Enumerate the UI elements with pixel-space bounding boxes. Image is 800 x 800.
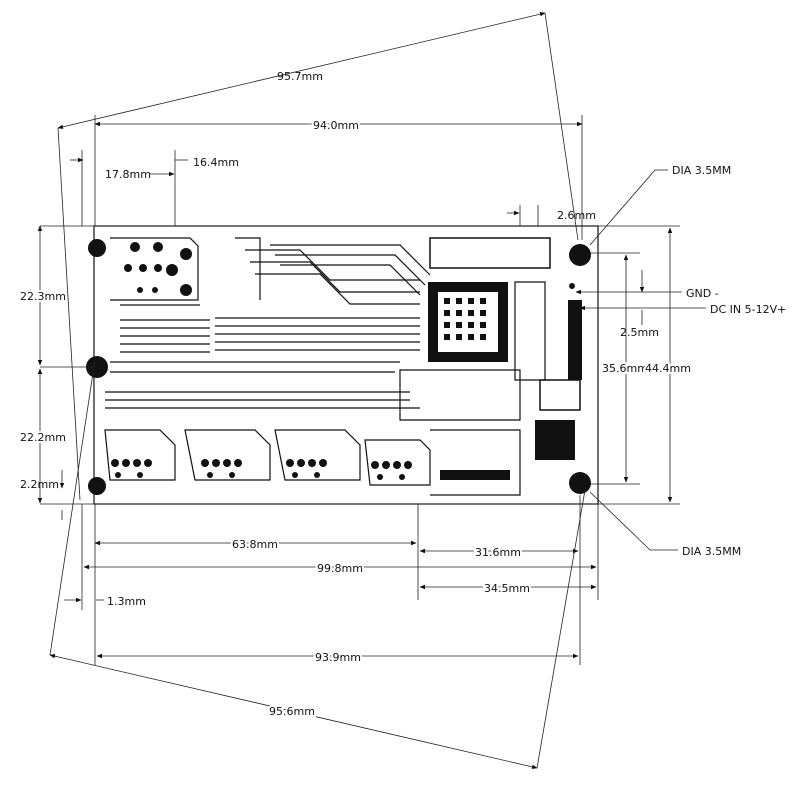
dim-label-total-height: 44.4mm <box>645 362 691 375</box>
callout-label-hole-bottom: DIA 3.5MM <box>682 545 741 558</box>
callout-label-dc-in: DC IN 5-12V+ <box>710 303 786 316</box>
dim-left-heights: 22.3mm 22.2mm 2.2mm <box>18 225 95 520</box>
dim-diagonal-top: 95.7mm <box>57 11 579 501</box>
dim-label-left-small: 1.3mm <box>107 595 146 608</box>
callout-label-hole-top: DIA 3.5MM <box>672 164 731 177</box>
board-outline <box>93 225 599 505</box>
dim-label-width-top: 94.0mm <box>313 119 359 132</box>
dim-label-diag-top: 95.7mm <box>277 70 323 83</box>
main-ic-chip <box>428 282 508 362</box>
dim-label-height-lower: 22.2mm <box>20 431 66 444</box>
dim-right-offset-top: 2.6mm <box>507 205 596 226</box>
dim-label-right-top: 2.6mm <box>557 209 596 222</box>
callout-dc-in: DC IN 5-12V+ <box>579 303 786 316</box>
callout-gnd: GND - <box>575 287 719 300</box>
pcb-board <box>40 225 680 505</box>
dim-right-heights: 35.6mm 44.4mm 2.5mm <box>590 227 693 503</box>
dim-label-bottom-left: 63.8mm <box>232 538 278 551</box>
mount-hole-bottom-right <box>569 472 591 494</box>
rj-connector-row <box>104 429 431 486</box>
dim-label-overall-width: 99.8mm <box>317 562 363 575</box>
mount-hole-top-right <box>569 244 591 266</box>
dim-bottom-rows: 63.8mm 31.6mm 99.8mm 34.5mm 1.3mm 93.9mm <box>64 495 599 666</box>
callout-hole-bottom: DIA 3.5MM <box>589 491 741 558</box>
dim-label-right-span: 34.5mm <box>484 582 530 595</box>
mount-hole-bottom-left <box>88 477 106 495</box>
dim-label-diag-bottom: 95.6mm <box>269 705 315 718</box>
mount-hole-top-left <box>88 239 106 257</box>
dim-label-mount-span: 35.6mm <box>602 362 648 375</box>
callout-hole-top: DIA 3.5MM <box>589 164 731 246</box>
callout-label-gnd: GND - <box>686 287 719 300</box>
dim-label-bottom-right: 31.6mm <box>475 546 521 559</box>
trace-array-left <box>105 237 431 409</box>
dim-label-left-b: 16.4mm <box>193 156 239 169</box>
dim-label-height-upper: 22.3mm <box>20 290 66 303</box>
connector-cluster-top <box>110 237 200 306</box>
right-components <box>399 237 582 496</box>
dim-label-left-a: 17.8mm <box>105 168 151 181</box>
dim-left-offsets: 17.8mm 16.4mm <box>70 150 239 226</box>
dim-label-width-bottom: 93.9mm <box>315 651 361 664</box>
dim-width-top: 94.0mm <box>94 115 583 240</box>
dim-label-height-small: 2.2mm <box>20 478 59 491</box>
dim-label-gnd-offset: 2.5mm <box>620 326 659 339</box>
mount-hole-mid-left <box>86 356 108 378</box>
dim-diagonal-bottom: 95.6mm <box>49 359 586 770</box>
